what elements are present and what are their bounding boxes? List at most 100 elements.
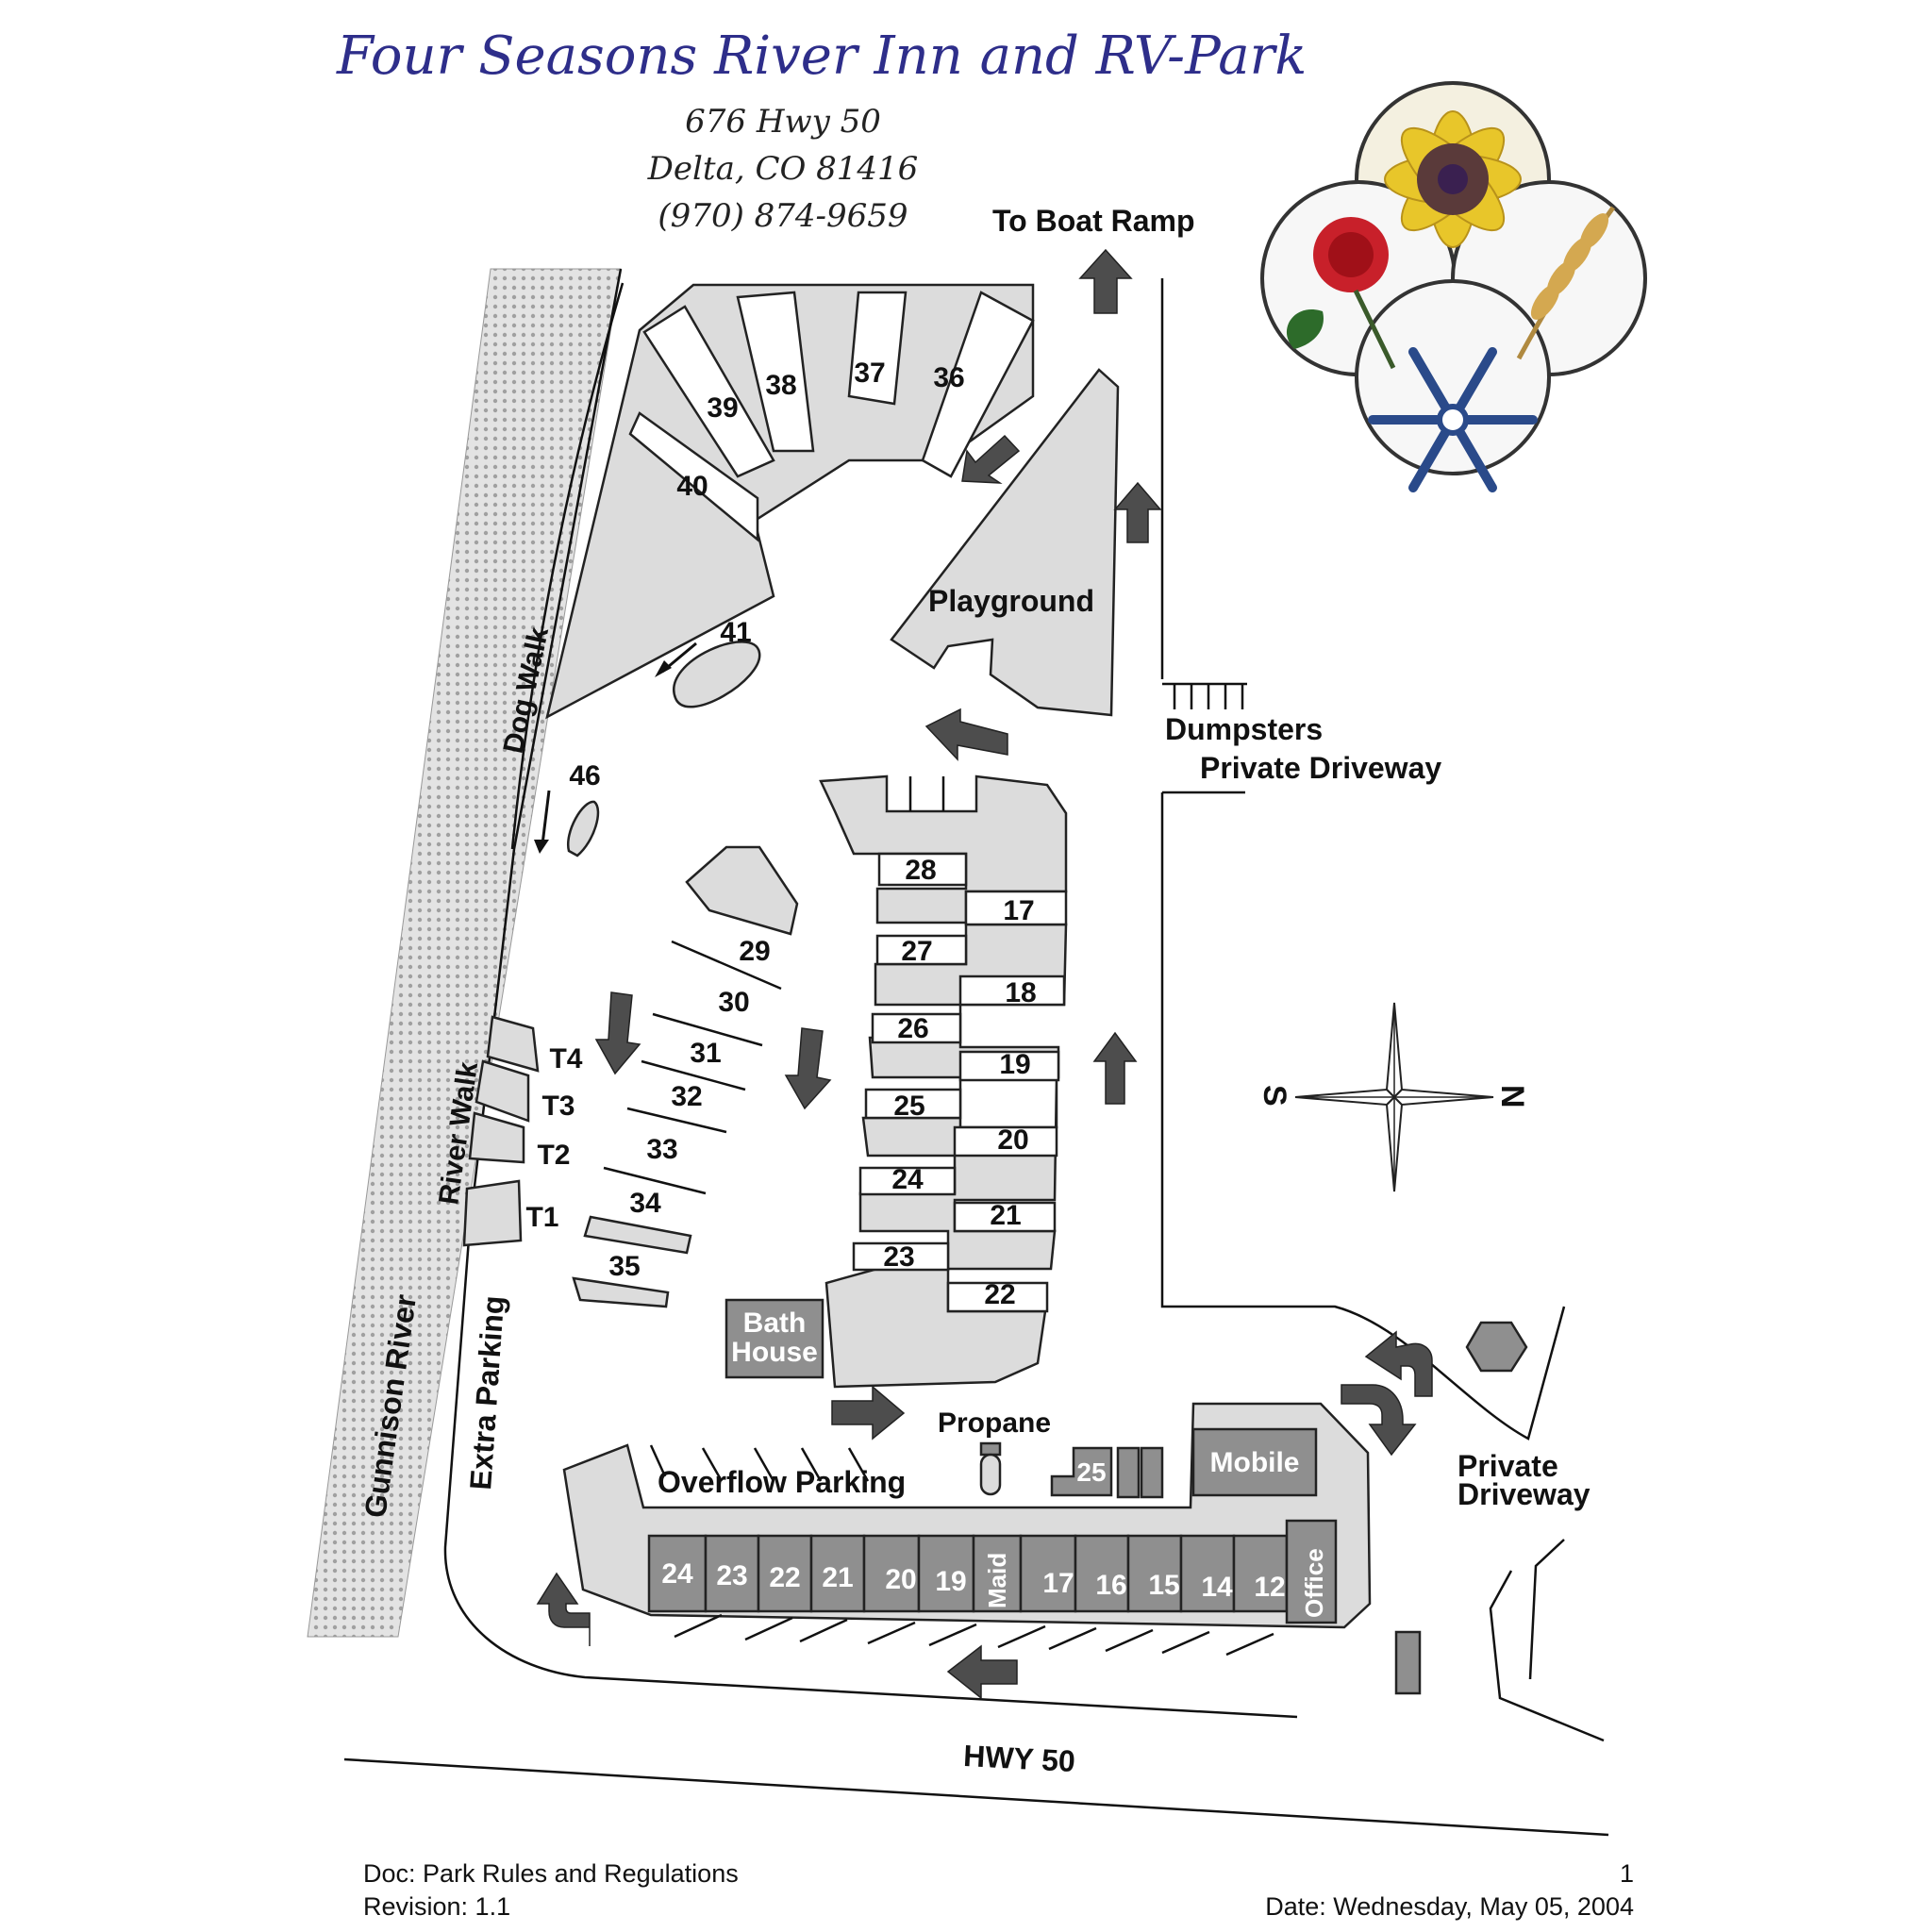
site-39 bbox=[642, 305, 775, 478]
motel-rooms bbox=[647, 1519, 1338, 1624]
room-20-label: 20 bbox=[885, 1564, 916, 1595]
site-26 bbox=[871, 1012, 962, 1044]
north-campground bbox=[545, 283, 1035, 720]
site-36 bbox=[921, 291, 1035, 478]
gunnison-river bbox=[307, 268, 622, 1638]
site-number-labels: 36 37 38 39 40 41 46 28 17 27 18 26 19 2… bbox=[525, 358, 1036, 1310]
site-41-label: 41 bbox=[720, 617, 751, 648]
site-39-label: 39 bbox=[707, 392, 738, 424]
mobile-home bbox=[1191, 1427, 1318, 1497]
site-t2-label: T2 bbox=[537, 1140, 570, 1171]
site-25 bbox=[864, 1088, 962, 1120]
arrow-left-icon bbox=[924, 708, 1008, 761]
west-site-lines bbox=[603, 940, 782, 1195]
room-21-label: 21 bbox=[822, 1562, 853, 1593]
site-36-label: 36 bbox=[933, 362, 964, 393]
playground-label: Playground bbox=[928, 584, 1094, 618]
room-14-label: 14 bbox=[1201, 1572, 1233, 1603]
arrow-small-down-icon bbox=[541, 790, 551, 845]
room-24 bbox=[647, 1534, 708, 1613]
phone-number: (970) 874-9659 bbox=[658, 197, 908, 235]
site-t3 bbox=[475, 1059, 530, 1123]
address-line1: 676 Hwy 50 bbox=[685, 103, 881, 141]
site-19-label: 19 bbox=[999, 1049, 1030, 1080]
room-14 bbox=[1179, 1534, 1236, 1613]
site-38-label: 38 bbox=[765, 370, 796, 401]
arrow-small-head-2 bbox=[534, 840, 549, 854]
site-25-label: 25 bbox=[893, 1091, 924, 1122]
site-32-label: 32 bbox=[671, 1081, 702, 1112]
site-t1-label: T1 bbox=[525, 1202, 558, 1233]
room-22 bbox=[757, 1534, 813, 1613]
playground bbox=[890, 368, 1120, 717]
site-19 bbox=[958, 1050, 1060, 1082]
footer-doc: Doc: Park Rules and Regulations bbox=[363, 1859, 739, 1888]
boat-ramp-label: To Boat Ramp bbox=[992, 204, 1195, 238]
site-23 bbox=[852, 1241, 950, 1272]
site-21-label: 21 bbox=[990, 1200, 1021, 1231]
site-34-pad bbox=[583, 1215, 692, 1255]
site-31-label: 31 bbox=[690, 1038, 721, 1069]
site-20-label: 20 bbox=[997, 1124, 1028, 1156]
room-maid-label: Maid bbox=[983, 1553, 1011, 1608]
site-46-label: 46 bbox=[569, 760, 600, 791]
center-island bbox=[685, 845, 799, 936]
overflow-parking-label: Overflow Parking bbox=[658, 1465, 906, 1499]
traffic-arrows bbox=[534, 248, 1433, 1700]
private-driveway-south bbox=[1489, 1539, 1605, 1742]
bath-house-label-1: Bath bbox=[743, 1307, 807, 1339]
arrow-up-icon bbox=[1113, 481, 1162, 543]
east-hexagon bbox=[1465, 1321, 1528, 1373]
room-19-label: 19 bbox=[935, 1566, 966, 1597]
room-23-label: 23 bbox=[716, 1560, 747, 1591]
site-18 bbox=[958, 974, 1066, 1007]
room-20 bbox=[862, 1534, 921, 1613]
site-28-label: 28 bbox=[905, 855, 936, 886]
extra-parking-label: Extra Parking bbox=[463, 1294, 510, 1491]
site-27-label: 27 bbox=[901, 936, 932, 967]
site-24-label: 24 bbox=[891, 1164, 924, 1195]
site-40-label: 40 bbox=[676, 471, 708, 502]
site-t4 bbox=[486, 1015, 540, 1073]
room-24-label: 24 bbox=[661, 1558, 693, 1590]
propane-tank bbox=[979, 1453, 1002, 1496]
site-34-label: 34 bbox=[629, 1188, 661, 1219]
site-26-label: 26 bbox=[897, 1013, 928, 1044]
propane-label: Propane bbox=[938, 1407, 1051, 1439]
site-29-label: 29 bbox=[739, 936, 770, 967]
room-16 bbox=[1074, 1534, 1130, 1613]
site-18-label: 18 bbox=[1005, 977, 1036, 1008]
arrow-down-icon bbox=[594, 991, 641, 1075]
footer-date: Date: Wednesday, May 05, 2004 bbox=[1265, 1892, 1634, 1921]
arrow-down-icon bbox=[784, 1027, 832, 1110]
room-12-label: 12 bbox=[1254, 1572, 1285, 1603]
footer-page: 1 bbox=[1620, 1859, 1634, 1888]
park-title: Four Seasons River Inn and RV-Park bbox=[336, 25, 1307, 87]
east-post bbox=[1394, 1630, 1422, 1695]
site-22 bbox=[946, 1281, 1049, 1313]
curve-arrow-icon bbox=[1364, 1330, 1433, 1397]
address-line2: Delta, CO 81416 bbox=[647, 150, 919, 188]
room-22-label: 22 bbox=[769, 1562, 800, 1593]
site-33-label: 33 bbox=[646, 1134, 677, 1165]
room-15-label: 15 bbox=[1148, 1570, 1179, 1601]
propane-base bbox=[979, 1441, 1002, 1457]
room-12 bbox=[1232, 1534, 1289, 1613]
room-16-label: 16 bbox=[1095, 1570, 1126, 1601]
room-office bbox=[1285, 1519, 1338, 1624]
room-17-label: 17 bbox=[1042, 1568, 1074, 1599]
compass-n-label: N bbox=[1494, 1085, 1530, 1108]
arrow-small-head-1 bbox=[655, 660, 672, 677]
storage-2 bbox=[1140, 1446, 1164, 1499]
site-24 bbox=[858, 1166, 957, 1196]
front-parking-lines bbox=[674, 1613, 1274, 1657]
private-driveway-top-label: Private Driveway bbox=[1200, 751, 1441, 785]
hwy-50-line bbox=[343, 1757, 1609, 1837]
site-46-pad bbox=[566, 800, 600, 858]
curve-arrow-icon bbox=[1341, 1384, 1417, 1457]
site-23-label: 23 bbox=[883, 1241, 914, 1273]
river-walk-inner bbox=[510, 282, 625, 850]
site-35-label: 35 bbox=[608, 1251, 640, 1282]
site-t1 bbox=[462, 1179, 523, 1247]
